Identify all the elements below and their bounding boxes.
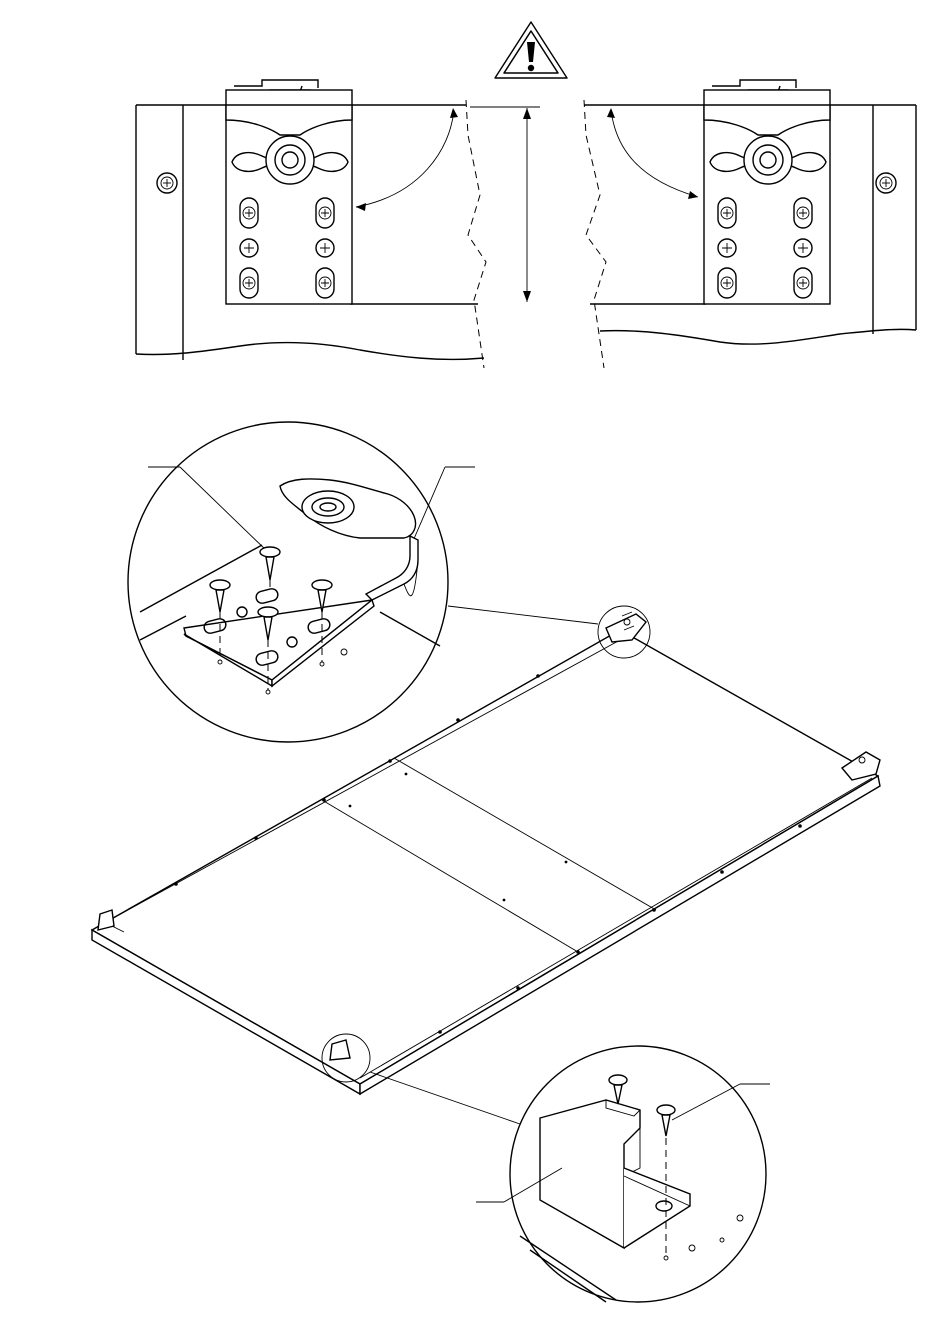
phillips-screw-icon [876,173,896,193]
roller-wheel-icon [266,136,314,184]
top-detail-view [136,80,916,368]
corner-bracket-bottom [330,1040,350,1060]
roller-bracket-right [704,80,830,304]
zoom-circle-bottom-bracket [476,1046,770,1302]
corner-bracket-top [606,612,646,642]
phillips-screw-icon [157,173,177,193]
roller-wheel-icon [744,136,792,184]
roller-bracket-left [226,80,352,304]
warning-triangle-icon [495,22,567,78]
roller-wheel-icon [302,491,354,523]
